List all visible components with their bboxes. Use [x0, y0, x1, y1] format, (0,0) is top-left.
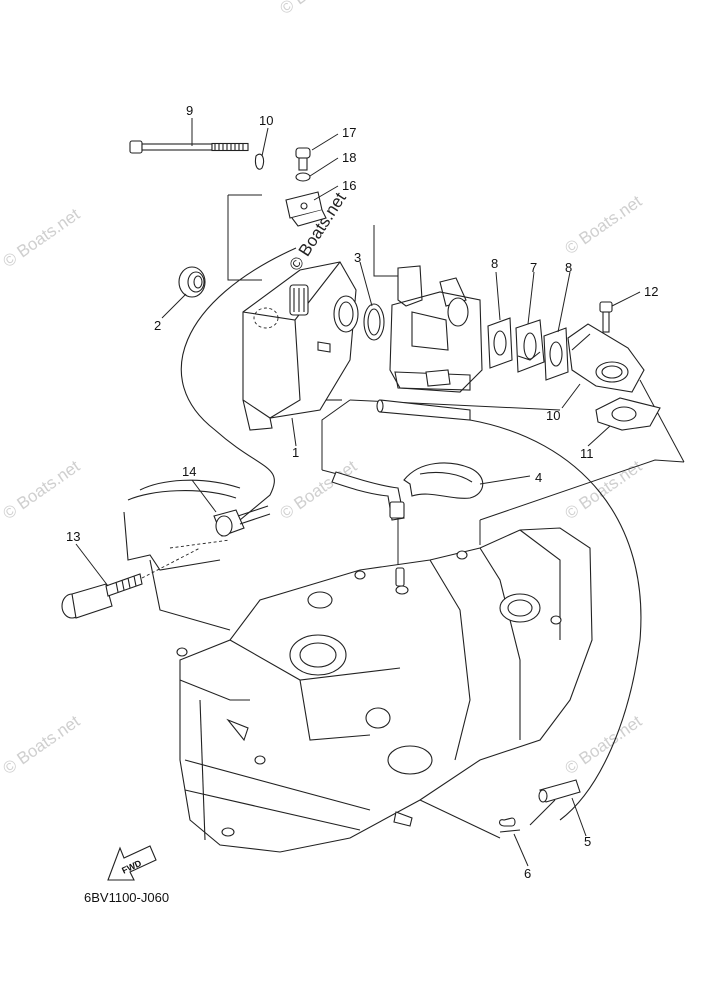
- watermark: © Boats.net: [0, 204, 83, 271]
- bolt-long: [129, 140, 249, 154]
- washer: [295, 172, 311, 182]
- cable-bottom: [529, 799, 556, 826]
- callout-1: 1: [292, 445, 299, 460]
- watermark: © Boats.net: [0, 711, 83, 778]
- watermark: © Boats.net: [276, 456, 360, 523]
- callout-labels: 9 10 17 18 16 2 3 8 7 8 12 10 11 1 4 14 …: [66, 103, 658, 881]
- fwd-arrow-icon: FWD: [107, 845, 157, 881]
- watermark: © Boats.net: [276, 0, 360, 18]
- silencer-box: [242, 261, 359, 431]
- o-ring: [363, 303, 385, 341]
- callout-7: 7: [530, 260, 537, 275]
- callout-16: 16: [342, 178, 356, 193]
- long-cable: [180, 247, 297, 521]
- fuel-hose: [538, 779, 581, 803]
- o-ring-inner: [367, 308, 381, 336]
- callout-12: 11: [580, 446, 594, 461]
- lower-cowl-outline: [123, 479, 241, 631]
- callout-8-left: 8: [491, 256, 498, 271]
- carburetor: [389, 265, 483, 393]
- callout-2: 2: [154, 318, 161, 333]
- callout-5: 5: [584, 834, 591, 849]
- callout-13: 12: [644, 284, 658, 299]
- diagram-code: 6BV1100-J060: [84, 890, 169, 905]
- manifold-gasket: [595, 397, 661, 431]
- callout-6: 6: [524, 866, 531, 881]
- insulator: [515, 319, 545, 373]
- watermark: © Boats.net: [0, 456, 83, 523]
- callout-14: 13: [66, 529, 80, 544]
- callout-17: 17: [342, 125, 356, 140]
- grommet: [178, 266, 206, 298]
- callout-3: 3: [354, 250, 361, 265]
- manifold-bolt: [599, 301, 613, 333]
- clip-washer: [254, 153, 265, 170]
- pipe-upper: [376, 399, 471, 421]
- cable-clamp: [213, 505, 271, 537]
- gasket-right: [543, 327, 569, 381]
- gasket-left: [487, 317, 513, 369]
- callout-8-right: 8: [565, 260, 572, 275]
- callout-15: 14: [182, 464, 196, 479]
- watermark: © Boats.net: [561, 711, 645, 778]
- callout-18: 18: [342, 150, 356, 165]
- hose-clip: [498, 817, 521, 833]
- callout-9: 9: [186, 103, 193, 118]
- callout-leaders: [75, 118, 641, 867]
- choke-knob: [61, 547, 201, 619]
- callout-10: 10: [259, 113, 273, 128]
- breather-hose: [331, 462, 484, 521]
- long-cable-right: [469, 419, 642, 821]
- engine-block: [176, 527, 593, 853]
- callout-11: 10: [546, 408, 560, 423]
- intake-manifold: [567, 323, 645, 393]
- small-bolt: [295, 147, 311, 171]
- callout-4: 4: [535, 470, 542, 485]
- cable-bracket: [285, 191, 327, 227]
- watermark: © Boats.net: [561, 191, 645, 258]
